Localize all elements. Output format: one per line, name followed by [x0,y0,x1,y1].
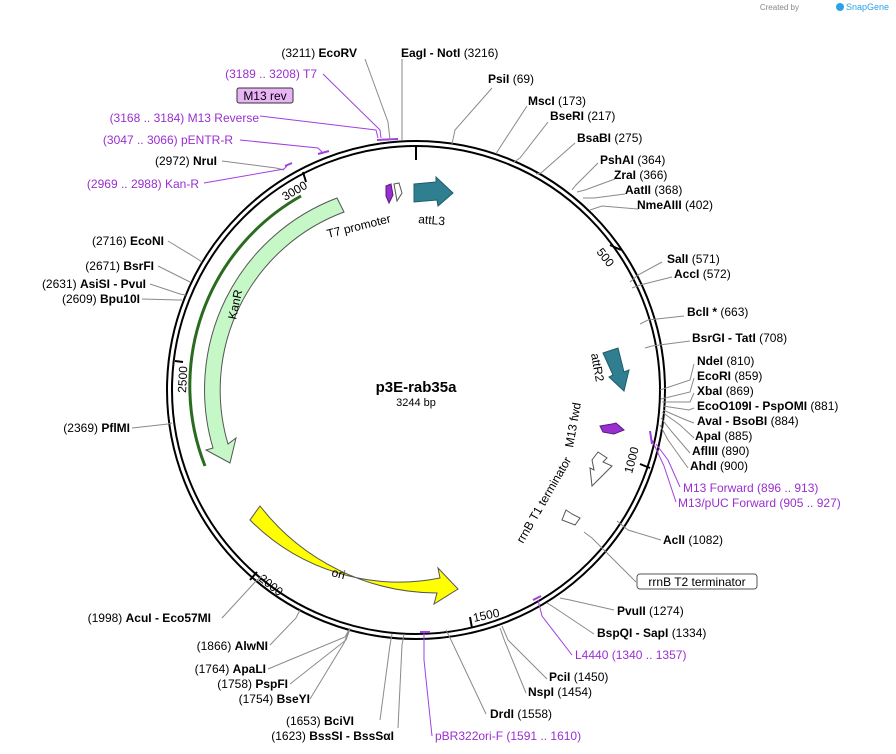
leader-lines [131,58,695,729]
ori-feature[interactable] [249,505,459,606]
primer-pentr-r[interactable]: (3047 .. 3066) pENTR-R [103,133,233,147]
rrnb-t2-feature[interactable] [561,509,581,526]
enzyme-bseyi[interactable]: (1754) BseYI [239,692,310,706]
enzyme-pvuii[interactable]: PvuII (1274) [617,604,684,618]
enzyme-xbai[interactable]: XbaI (869) [697,384,754,398]
kanr-primer-track [188,194,302,467]
primer-pbr322ori-f[interactable]: pBR322ori-F (1591 .. 1610) [435,729,581,743]
enzyme-bpu10i[interactable]: (2609) Bpu10I [62,292,140,306]
t7-promoter-feature[interactable] [385,183,394,205]
tick-1000-mark [639,463,651,469]
tick-2000: 2000 [256,571,286,599]
m13-fwd-feature[interactable] [599,422,625,435]
tick-1500-mark [469,616,473,629]
primer-m13-reverse[interactable]: (3168 .. 3184) M13 Reverse [110,111,260,125]
attr2-feature[interactable] [602,347,630,392]
kanr-label: KanR [225,288,245,321]
enzyme-ecoo109i-pspomi[interactable]: EcoO109I - PspOMI (881) [697,399,838,413]
ori-label: ori [330,565,346,582]
enzyme-psii[interactable]: PsiI (69) [488,72,534,86]
kanr-feature[interactable] [204,197,345,464]
enzyme-nrui[interactable]: (2972) NruI [155,154,217,168]
watermark: Created by SnapGene [760,2,889,12]
watermark-created-by: Created by [760,3,799,12]
snapgene-logo-icon [836,3,844,11]
enzyme-msci[interactable]: MscI (173) [528,94,586,108]
rrnb-t1-label: rrnB T1 terminator [513,454,574,545]
enzyme-acli[interactable]: AclI (1082) [663,533,723,547]
enzyme-drdi[interactable]: DrdI (1558) [490,707,552,721]
enzyme-pcii[interactable]: PciI (1450) [549,670,608,684]
enzyme-zrai[interactable]: ZraI (366) [614,168,667,182]
enzyme-bseri[interactable]: BseRI (217) [550,109,615,123]
enzyme-ahdi[interactable]: AhdI (900) [690,459,748,473]
primer-m13-rev-box[interactable]: M13 rev [236,87,294,104]
enzyme-asisi-pvui[interactable]: (2631) AsiSI - PvuI [42,277,146,291]
enzyme-pspfi[interactable]: (1758) PspFI [217,677,288,691]
enzyme-bcivi[interactable]: (1653) BciVI [286,714,354,728]
enzyme-bspqi-sapi[interactable]: BspQI - SapI (1334) [597,626,706,640]
enzyme-bsrfi[interactable]: (2671) BsrFI [85,259,154,273]
enzyme-eagi-noti[interactable]: EagI - NotI (3216) [401,46,498,60]
primer-m13-forward[interactable]: M13 Forward (896 .. 913) [683,481,818,495]
tick-500-mark [609,244,622,251]
tick-500: 500 [594,245,618,270]
enzyme-ecori[interactable]: EcoRI (859) [697,369,762,383]
enzyme-pshai[interactable]: PshAI (364) [600,153,665,167]
watermark-brand: SnapGene [846,2,889,12]
primer-labels: (3189 .. 3208) T7 M13 rev (3168 .. 3184)… [87,67,841,743]
attl3-label: attL3 [418,212,446,228]
enzyme-nmeaiii[interactable]: NmeAIII (402) [637,198,713,212]
m13-fwd-label: M13 fwd [562,401,584,448]
enzyme-nspi[interactable]: NspI (1454) [528,685,592,699]
enzyme-bsabi[interactable]: BsaBI (275) [577,131,642,145]
enzyme-acci[interactable]: AccI (572) [674,267,731,281]
enzyme-acui-eco57mi[interactable]: (1998) AcuI - Eco57MI [88,611,211,625]
enzyme-ndei[interactable]: NdeI (810) [697,354,754,368]
tick-1500: 1500 [472,606,501,625]
enzyme-bsssi-bssssai[interactable]: (1623) BssSI - BssSαI [271,729,394,743]
plasmid-center: p3E-rab35a 3244 bp [376,379,458,409]
enzyme-aatii[interactable]: AatII (368) [625,183,682,197]
rrnb-t2-box[interactable]: rrnB T2 terminator [636,573,758,590]
primer-l4440[interactable]: L4440 (1340 .. 1357) [575,648,686,662]
tick-2500: 2500 [175,365,190,393]
enzyme-ecorv[interactable]: (3211) EcoRV [281,46,357,60]
enzyme-bsrgi-tati[interactable]: BsrGI - TatI (708) [692,331,787,345]
tick-3000-mark [302,171,307,183]
attr2-label: attR2 [588,352,607,383]
enzyme-avai-bsobi[interactable]: AvaI - BsoBI (884) [697,414,799,428]
enzyme-bcli[interactable]: BclI * (663) [687,305,748,319]
primer-marks [284,138,653,633]
enzyme-afliii[interactable]: AflIII (890) [692,444,749,458]
primer-m13-puc-forward[interactable]: M13/pUC Forward (905 .. 927) [678,496,841,510]
tick-1000: 1000 [621,445,642,475]
rrnb-t2-label: rrnB T2 terminator [648,575,745,589]
enzyme-econi[interactable]: (2716) EcoNI [92,234,164,248]
primer-t7[interactable]: (3189 .. 3208) T7 [225,67,317,81]
enzyme-labels: (3211) EcoRV EagI - NotI (3216) PsiI (69… [42,46,838,743]
plasmid-size: 3244 bp [396,397,436,409]
primer-leaders [203,73,681,737]
enzyme-pflmi[interactable]: (2369) PflMI [63,421,130,435]
plasmid-name: p3E-rab35a [376,379,458,396]
rrnb-t1-feature[interactable] [589,451,613,488]
attl3-feature[interactable] [413,175,454,207]
enzyme-apai[interactable]: ApaI (885) [695,429,752,443]
primer-m13-rev-label: M13 rev [243,89,286,103]
tick-2500-mark [174,360,184,363]
primer-kan-r[interactable]: (2969 .. 2988) Kan-R [87,177,199,191]
tick-2000-mark [249,571,258,581]
enzyme-alwni[interactable]: (1866) AlwNI [197,639,268,653]
enzyme-apali[interactable]: (1764) ApaLI [195,662,266,676]
promoter-small-arrow [393,182,403,203]
enzyme-sali[interactable]: SalI (571) [667,252,720,266]
